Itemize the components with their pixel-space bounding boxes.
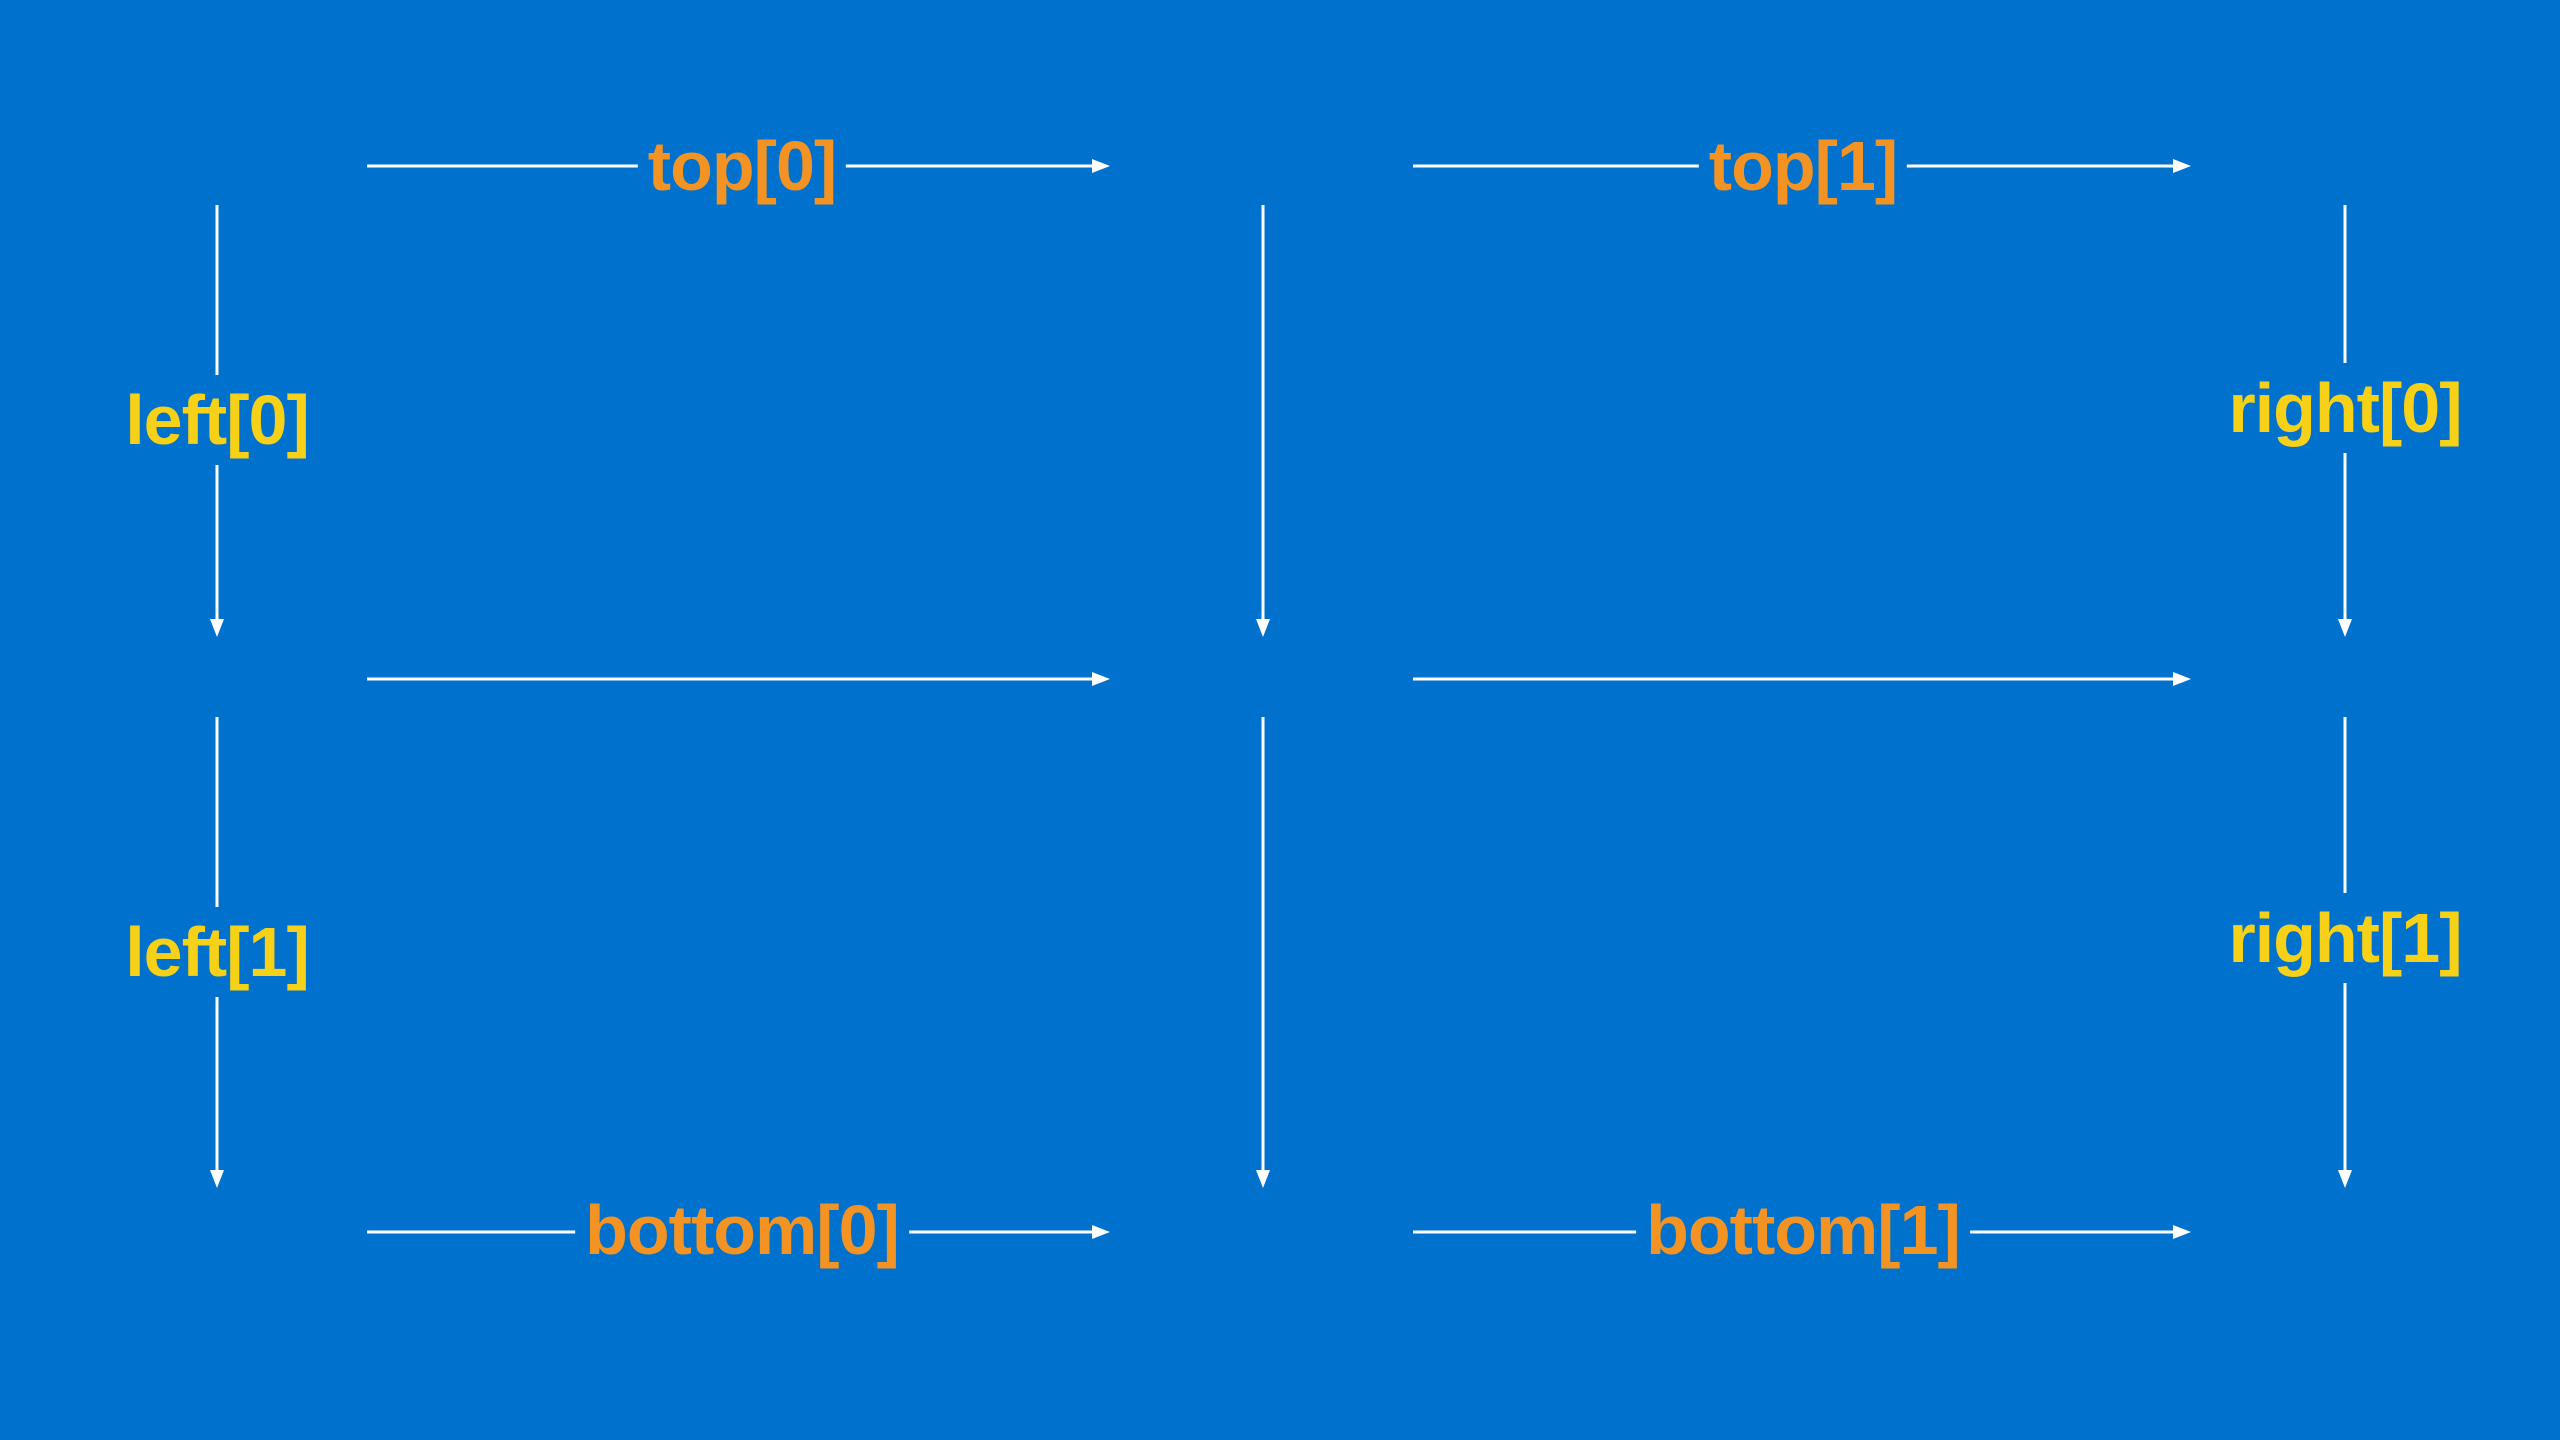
- right-1-label: right[1]: [2224, 893, 2466, 983]
- left-1-label: left[1]: [121, 907, 313, 997]
- left-0-label: left[0]: [121, 375, 313, 465]
- bottom-1-label: bottom[1]: [1636, 1195, 1970, 1265]
- top-0-label: top[0]: [637, 131, 847, 201]
- middle-column-1-arrow: [1256, 717, 1270, 1188]
- middle-0-arrow: [367, 672, 1110, 686]
- middle-column-0-arrow: [1256, 205, 1270, 637]
- right-0-label: right[0]: [2224, 363, 2466, 453]
- middle-1-arrow: [1413, 672, 2191, 686]
- top-1-label: top[1]: [1698, 131, 1908, 201]
- bottom-0-label: bottom[0]: [575, 1195, 909, 1265]
